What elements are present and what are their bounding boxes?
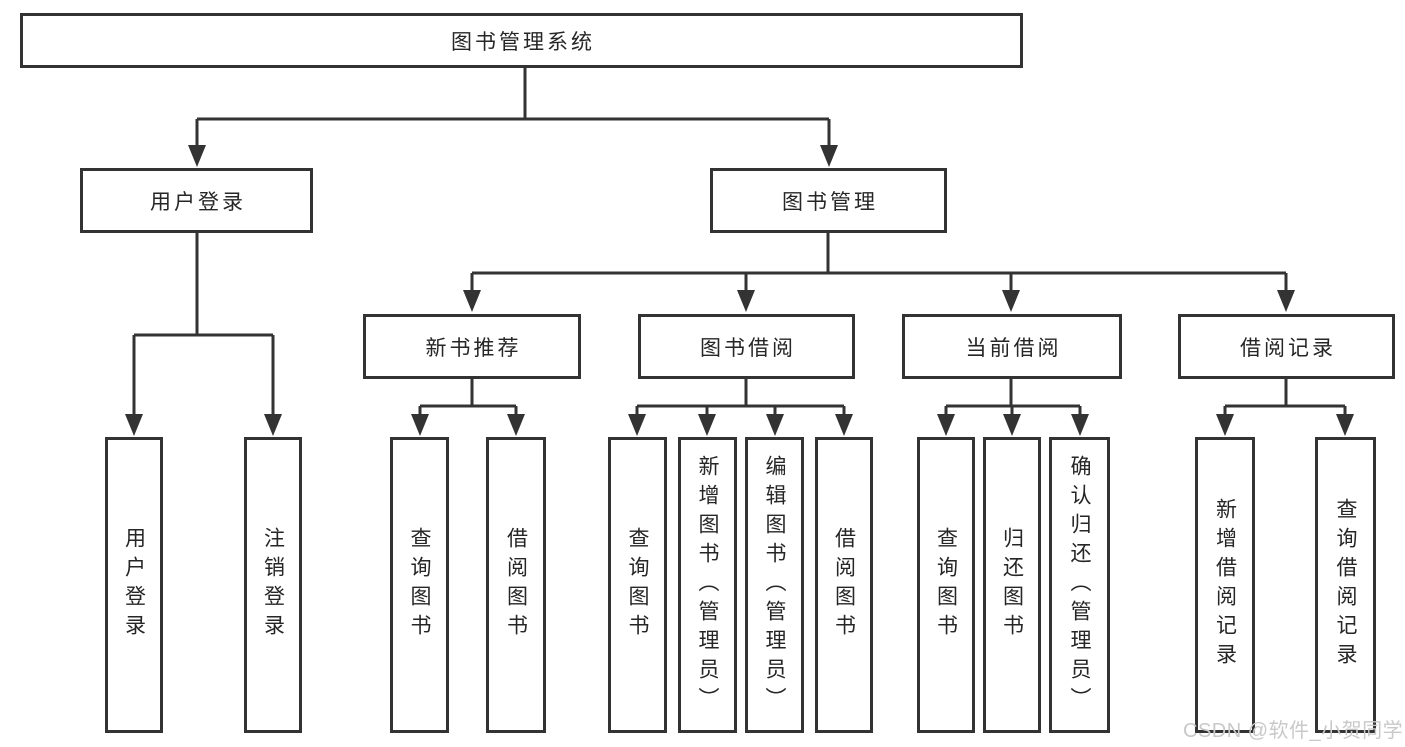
connector-borrowing-records [1223,379,1347,416]
node-current-borrowing-label: 当前借阅 [965,336,1062,360]
connector-root [195,68,831,147]
leaf-query-books-recommend: 查询图书 [390,437,449,733]
arrow-leaf-3 [411,414,429,436]
arrow-to-book-borrowing [737,290,755,312]
node-root-label: 图书管理系统 [451,30,595,54]
arrow-to-book-management [820,145,838,167]
leaf-edit-books-admin-label: 编辑图书（管理员） [763,454,786,716]
node-root: 图书管理系统 [20,13,1023,68]
leaf-query-borrow-record: 查询借阅记录 [1315,437,1376,733]
connector-current-borrowing [944,379,1082,416]
leaf-query-books-current: 查询图书 [917,437,975,733]
arrow-to-user-login [188,145,206,167]
leaf-user-login: 用户登录 [105,437,163,733]
leaf-query-books-recommend-label: 查询图书 [408,527,431,643]
node-new-book-recommend: 新书推荐 [363,314,581,379]
leaf-query-books-borrowing: 查询图书 [608,437,667,733]
leaf-query-borrow-record-label: 查询借阅记录 [1334,498,1357,672]
connector-book-borrowing [635,379,846,416]
leaf-return-books-label: 归还图书 [1000,527,1024,643]
leaf-query-books-current-label: 查询图书 [934,527,958,643]
arrow-leaf-9 [937,414,955,436]
arrow-leaf-7 [766,414,784,436]
leaf-borrow-books: 借阅图书 [815,437,873,733]
node-user-login-label: 用户登录 [150,190,246,214]
node-borrowing-records: 借阅记录 [1178,314,1395,379]
node-book-borrowing: 图书借阅 [638,314,855,379]
leaf-add-books-admin-label: 新增图书（管理员） [696,454,719,716]
arrow-leaf-2 [264,414,282,436]
arrow-leaf-1 [125,414,143,436]
leaf-confirm-return-admin: 确认归还（管理员） [1049,437,1110,733]
node-new-book-recommend-label: 新书推荐 [425,336,522,360]
arrow-leaf-5 [628,414,646,436]
node-book-management: 图书管理 [710,168,947,233]
csdn-watermark: CSDN @软件_小贺同学 [1183,720,1404,742]
arrow-leaf-13 [1336,414,1354,436]
leaf-borrow-books-recommend: 借阅图书 [486,437,546,733]
leaf-edit-books-admin: 编辑图书（管理员） [745,437,804,733]
arrow-to-current-borrowing [1002,290,1020,312]
arrow-leaf-11 [1071,414,1089,436]
node-user-login: 用户登录 [80,168,313,233]
arrow-leaf-12 [1216,414,1234,436]
node-borrowing-records-label: 借阅记录 [1240,336,1336,360]
leaf-borrow-books-label: 借阅图书 [832,527,856,643]
connector-book-management [470,232,1288,292]
leaf-add-books-admin: 新增图书（管理员） [678,437,737,733]
arrow-to-new-book-recommend [463,290,481,312]
arrow-to-borrowing-records [1277,290,1295,312]
leaf-logout-label: 注销登录 [261,527,285,643]
leaf-borrow-books-recommend-label: 借阅图书 [504,527,528,643]
node-book-borrowing-label: 图书借阅 [700,336,796,360]
arrow-leaf-8 [835,414,853,436]
leaf-confirm-return-admin-label: 确认归还（管理员） [1068,454,1091,716]
connector-new-book-recommend [418,379,518,416]
leaf-add-borrow-record: 新增借阅记录 [1195,437,1255,733]
arrow-leaf-6 [698,414,716,436]
arrow-leaf-10 [1003,414,1021,436]
arrowheads [125,145,1354,436]
leaf-logout: 注销登录 [244,437,302,733]
connector-user-login [132,233,275,416]
node-book-management-label: 图书管理 [782,190,878,214]
arrow-leaf-4 [507,414,525,436]
leaf-user-login-label: 用户登录 [122,527,146,643]
node-current-borrowing: 当前借阅 [902,314,1122,379]
leaf-add-borrow-record-label: 新增借阅记录 [1213,498,1237,672]
leaf-query-books-borrowing-label: 查询图书 [626,527,649,643]
leaf-return-books: 归还图书 [983,437,1041,733]
